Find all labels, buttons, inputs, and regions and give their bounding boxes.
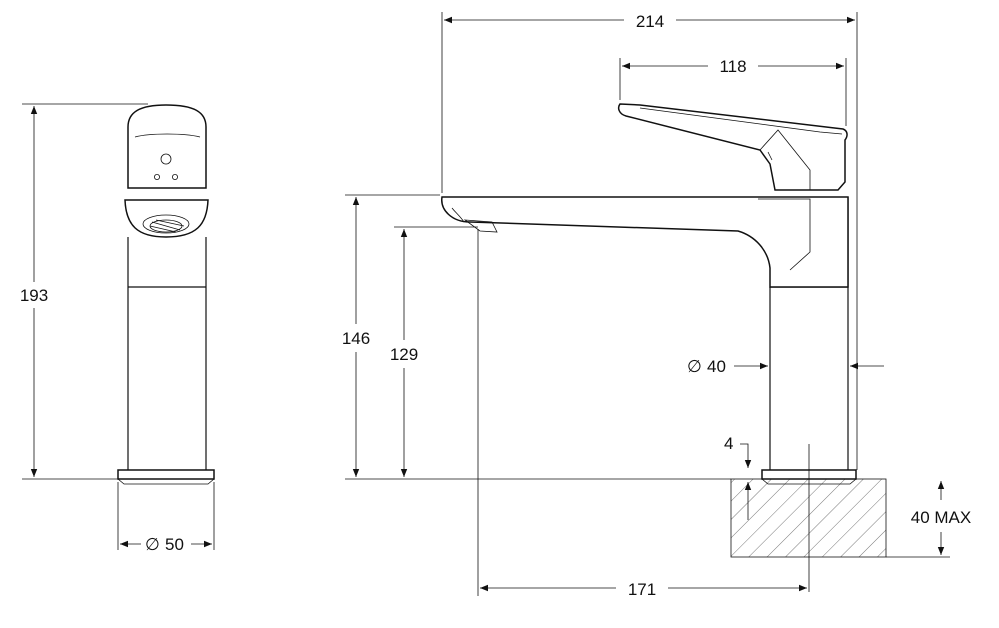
dim-side-height: 193 [20,286,48,305]
spout [441,196,849,288]
deck-hatch [731,479,886,557]
diameter-symbol: ∅ [145,535,160,554]
dim-side-base-diameter: 50 [165,535,184,554]
dim-reach: 171 [628,580,656,599]
dim-spout-height: 146 [342,329,370,348]
dim-outlet-height: 129 [390,345,418,364]
lever-handle [617,103,848,191]
front-view: 214 118 146 129 ∅ 40 4 40 MAX [342,12,971,599]
side-handle [127,104,207,189]
dim-lever-length: 118 [719,57,746,76]
side-aerator [124,199,209,238]
diameter-symbol: ∅ [687,357,702,376]
dim-overall-width: 214 [636,12,664,31]
dim-gap: 4 [724,434,733,453]
side-base [117,469,215,480]
dim-deck-thickness: 40 MAX [911,508,971,527]
dim-body-diameter: 40 [707,357,726,376]
side-view: 193 ∅ 50 [20,103,215,554]
